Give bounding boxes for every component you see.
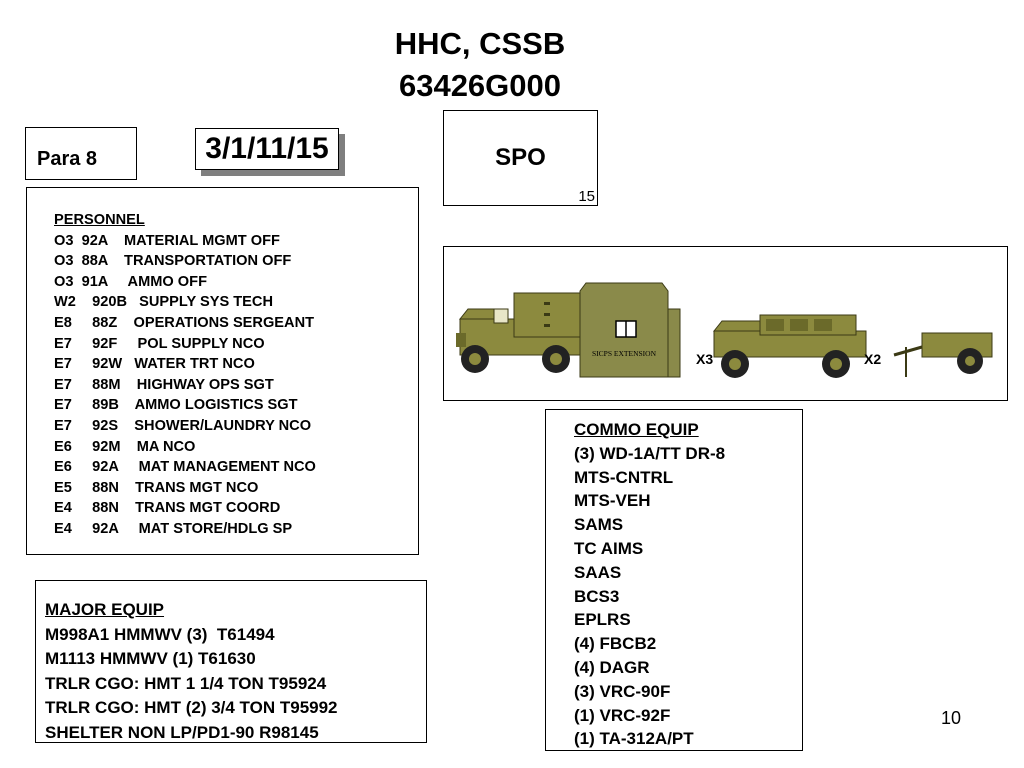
personnel-row: E8 88Z OPERATIONS SERGEANT: [54, 314, 315, 331]
page-title: HHC, CSSB: [394, 26, 566, 61]
personnel-row: O3 88A TRANSPORTATION OFF: [54, 253, 292, 270]
commo-item: BCS3: [574, 586, 620, 606]
commo-item: SAMS: [574, 515, 624, 535]
commo-item: EPLRS: [574, 610, 631, 630]
cargo-trailer-icon: [893, 332, 993, 377]
commo-item: (1) TA-312A/PT: [574, 729, 694, 749]
personnel-row: W2 920B SUPPLY SYS TECH: [54, 294, 273, 311]
major-equip-list: MAJOR EQUIP M998A1 HMMWV (3) T61494 M111…: [45, 598, 338, 745]
personnel-heading: PERSONNEL: [54, 212, 145, 228]
date-label: 3/1/11/15: [195, 128, 339, 170]
shelter-extension-icon: SICPS EXTENSION: [579, 282, 681, 378]
major-equip-item: M998A1 HMMWV (3) T61494: [45, 624, 275, 644]
vehicles-illustration: SICPS EXTENSION X3 X2: [456, 282, 993, 378]
major-equip-item: M1113 HMMWV (1) T61630: [45, 649, 256, 668]
unit-code: 63426G000: [398, 68, 562, 103]
commo-list: COMMO EQUIP (3) WD-1A/TT DR-8 MTS-CNTRL …: [574, 418, 725, 751]
major-equip-box: MAJOR EQUIP M998A1 HMMWV (3) T61494 M111…: [35, 580, 427, 743]
personnel-list: PERSONNEL O3 92A MATERIAL MGMT OFF O3 88…: [54, 210, 316, 540]
major-equip-heading: MAJOR EQUIP: [45, 600, 165, 619]
major-equip-item: TRLR CGO: HMT (2) 3/4 TON T95992: [45, 698, 338, 717]
personnel-row: E5 88N TRANS MGT NCO: [54, 479, 259, 496]
page-number: 10: [941, 708, 962, 728]
shelter-label: SICPS EXTENSION: [592, 349, 657, 358]
personnel-row: E4 88N TRANS MGT COORD: [54, 500, 281, 517]
commo-item: MTS-CNTRL: [574, 467, 674, 487]
commo-box: COMMO EQUIP (3) WD-1A/TT DR-8 MTS-CNTRL …: [545, 409, 803, 751]
shelter-hmmwv-icon: [456, 292, 585, 373]
trailer-multiplier: X2: [864, 351, 881, 367]
personnel-box: PERSONNEL O3 92A MATERIAL MGMT OFF O3 88…: [26, 187, 419, 555]
personnel-row: E7 88M HIGHWAY OPS SGT: [54, 376, 274, 393]
cargo-hmmwv-icon: [712, 314, 867, 378]
commo-item: (1) VRC-92F: [574, 705, 671, 725]
commo-item: (3) WD-1A/TT DR-8: [574, 443, 726, 463]
personnel-row: O3 91A AMMO OFF: [54, 273, 207, 290]
personnel-row: E4 92A MAT STORE/HDLG SP: [54, 520, 293, 537]
spo-number: 15: [578, 188, 595, 205]
spo-label: SPO: [495, 144, 546, 171]
personnel-row: E6 92M MA NCO: [54, 438, 196, 455]
personnel-row: E7 92S SHOWER/LAUNDRY NCO: [54, 417, 312, 434]
hmmwv-multiplier: X3: [696, 351, 713, 367]
personnel-row: E7 92F POL SUPPLY NCO: [54, 335, 265, 352]
commo-item: MTS-VEH: [574, 491, 651, 511]
commo-item: (3) VRC-90F: [574, 681, 671, 701]
commo-item: (4) FBCB2: [574, 634, 657, 654]
commo-heading: COMMO EQUIP: [574, 420, 699, 439]
personnel-row: E7 92W WATER TRT NCO: [54, 356, 255, 373]
major-equip-item: SHELTER NON LP/PD1-90 R98145: [45, 722, 319, 742]
spo-box: SPO 15: [443, 110, 598, 206]
para-box: Para 8: [25, 127, 137, 180]
personnel-row: E6 92A MAT MANAGEMENT NCO: [54, 459, 316, 476]
personnel-row: O3 92A MATERIAL MGMT OFF: [54, 232, 280, 249]
vehicles-panel: SICPS EXTENSION X3 X2: [443, 246, 1008, 401]
personnel-row: E7 89B AMMO LOGISTICS SGT: [54, 397, 298, 414]
para-label: Para 8: [37, 148, 98, 170]
commo-item: TC AIMS: [574, 538, 644, 558]
commo-item: (4) DAGR: [574, 657, 650, 677]
commo-item: SAAS: [574, 562, 622, 582]
major-equip-item: TRLR CGO: HMT 1 1/4 TON T95924: [45, 673, 327, 693]
